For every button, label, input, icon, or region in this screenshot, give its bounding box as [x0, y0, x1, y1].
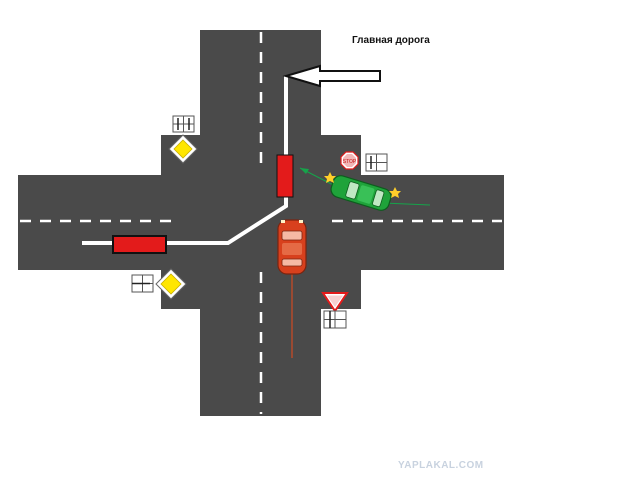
watermark: YAPLAKAL.COM: [398, 460, 484, 471]
main-road-sign-icon: [155, 268, 187, 300]
main-road-sign-bottom-left: [131, 268, 187, 300]
stop-sign-group: STOP: [340, 151, 388, 172]
yield-sign-group: [321, 292, 349, 329]
stop-sign-text: STOP: [343, 159, 357, 165]
direction-plate-icon: [365, 153, 388, 172]
red-car-icon: [277, 219, 307, 275]
green-path-arrowhead: [300, 168, 309, 174]
green-car-icon: [330, 175, 392, 211]
main-road-sign-icon: [168, 134, 198, 164]
arrow-left-icon: [282, 64, 381, 88]
stop-sign-icon: STOP: [340, 151, 359, 170]
direction-plate-icon: [323, 310, 347, 329]
main-road-sign-top-left: [168, 115, 198, 164]
main-road-band-top: [276, 154, 294, 198]
direction-plate-icon: [172, 115, 195, 133]
turn-signal-icon: [324, 172, 401, 198]
direction-plate-icon: [131, 274, 154, 293]
yield-sign-icon: [321, 292, 349, 313]
lane-markings: [20, 32, 502, 414]
diagram-title: Главная дорога: [352, 35, 430, 46]
main-road-band-left: [112, 235, 167, 254]
